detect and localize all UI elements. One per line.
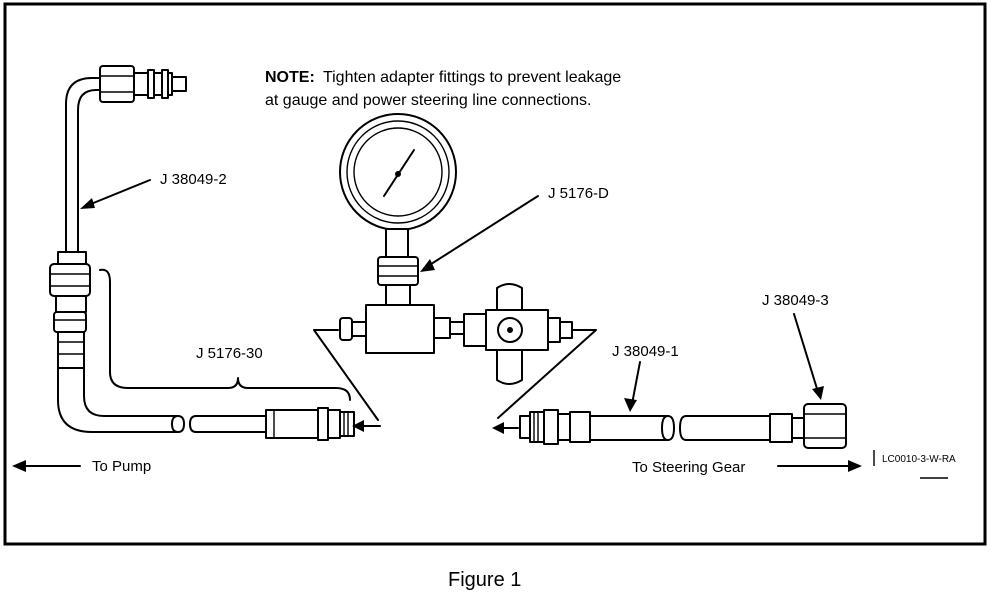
label-to-pump: To Pump bbox=[92, 458, 151, 475]
note-text: NOTE: Tighten adapter fittings to preven… bbox=[265, 69, 621, 86]
arrow-j38049-1 bbox=[631, 361, 641, 405]
adapter-j38049-3 bbox=[803, 403, 847, 449]
pump-hose-j38049-2 bbox=[49, 65, 187, 433]
figure-caption: Figure 1 bbox=[448, 569, 521, 591]
tee-and-valve bbox=[339, 283, 573, 385]
arrow-j38049-2 bbox=[85, 179, 151, 207]
pressure-gauge-j5176-d bbox=[339, 113, 457, 306]
arrow-j5176-d bbox=[427, 195, 539, 267]
hose-break-left bbox=[171, 415, 197, 433]
gear-hose-j38049-1 bbox=[519, 409, 805, 445]
reference-code: LC0010-3-W-RA bbox=[882, 454, 956, 465]
label-j5176-d: J 5176-D bbox=[548, 185, 609, 202]
note-text-line2: at gauge and power steering line connect… bbox=[265, 92, 591, 109]
label-to-steering-gear: To Steering Gear bbox=[632, 459, 745, 476]
detail-wedge-right bbox=[497, 329, 597, 419]
label-j38049-3: J 38049-3 bbox=[762, 292, 829, 309]
label-j38049-1: J 38049-1 bbox=[612, 343, 679, 360]
arrow-j38049-3 bbox=[793, 313, 819, 393]
label-j5176-30: J 5176-30 bbox=[196, 345, 263, 362]
figure-border bbox=[3, 2, 987, 546]
detail-wedge-left bbox=[313, 329, 379, 421]
bracket-j5176-30 bbox=[99, 268, 351, 401]
label-j38049-2: J 38049-2 bbox=[160, 171, 227, 188]
adapter-j5176-30 bbox=[195, 407, 355, 441]
